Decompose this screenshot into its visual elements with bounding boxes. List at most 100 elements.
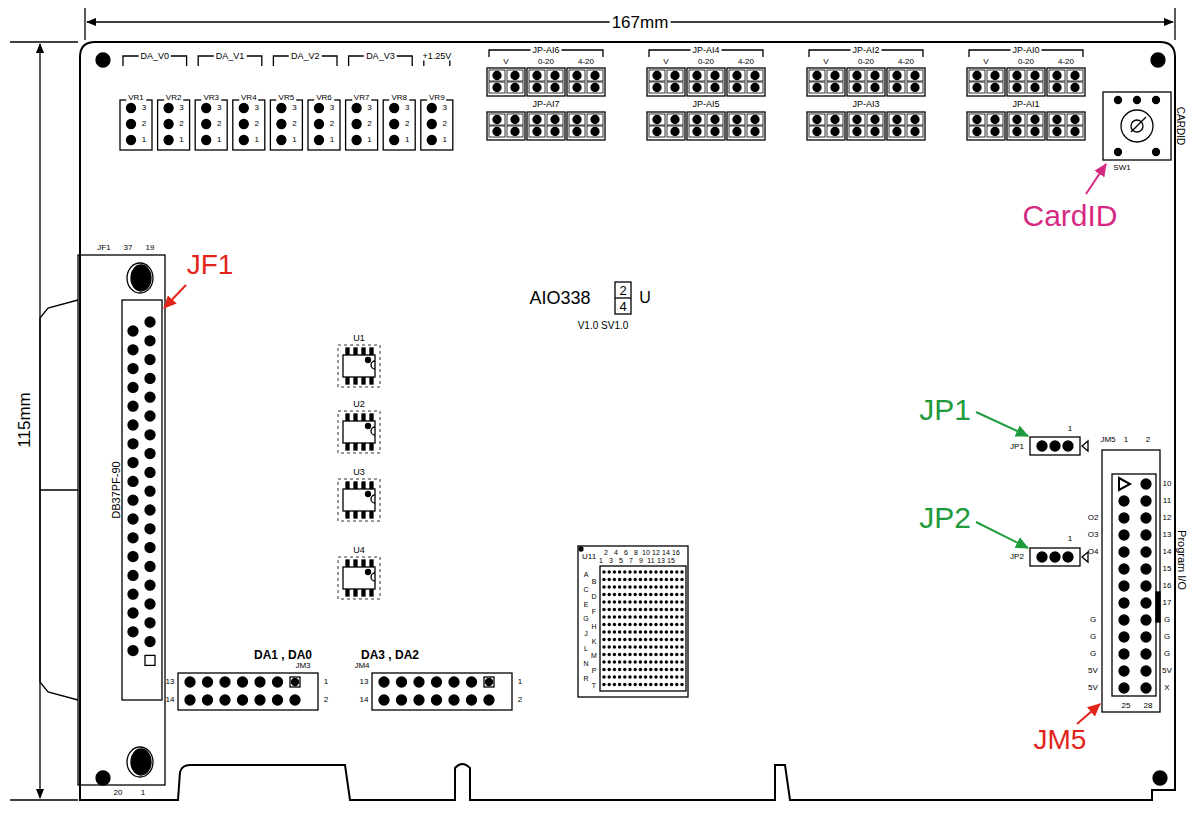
ball	[649, 578, 652, 581]
ball-column: 14	[662, 549, 670, 556]
jumper-header	[1030, 548, 1080, 566]
pin	[1141, 666, 1151, 676]
jumper-pin	[587, 126, 603, 137]
ball	[670, 585, 673, 588]
ball	[660, 668, 663, 671]
ball	[670, 675, 673, 678]
ball	[613, 585, 616, 588]
ball	[602, 653, 605, 656]
ball	[608, 623, 611, 626]
pin	[128, 495, 138, 505]
jumper-pin	[849, 114, 865, 125]
pin	[1141, 479, 1151, 489]
ball	[618, 570, 621, 573]
ball	[680, 615, 683, 618]
jumper-pin	[911, 72, 919, 80]
pin-number: 1	[141, 789, 145, 797]
ball	[670, 638, 673, 641]
jumper-pin	[671, 128, 679, 136]
ball	[670, 608, 673, 611]
pin-number: 2	[179, 120, 183, 128]
ball	[639, 608, 642, 611]
extension-line	[84, 8, 85, 40]
ball	[660, 683, 663, 686]
jumper-pin	[831, 84, 839, 92]
pin-number: 1	[330, 136, 334, 144]
ball	[670, 630, 673, 633]
ball	[670, 578, 673, 581]
chip-pin	[370, 511, 373, 518]
jumper-pin	[867, 70, 883, 81]
jumper-pin	[533, 72, 541, 80]
ball	[618, 645, 621, 648]
pin	[145, 599, 155, 609]
pin	[315, 104, 324, 113]
board-name: AIO338	[529, 289, 590, 307]
jumper-pin	[1013, 116, 1021, 124]
range-label: 4-20	[898, 58, 914, 66]
jumper-pin	[853, 128, 861, 136]
ball	[618, 675, 621, 678]
pin	[1141, 598, 1151, 608]
jumper-block	[887, 68, 925, 96]
part-label: JP2	[1010, 553, 1024, 561]
pin-number: 3	[255, 104, 259, 112]
ball	[649, 638, 652, 641]
ball	[618, 660, 621, 663]
ball	[680, 585, 683, 588]
pin	[238, 695, 248, 705]
signal-name: G	[1164, 633, 1170, 641]
chip-body	[343, 489, 375, 511]
pin	[1141, 581, 1151, 591]
jumper-pin	[889, 82, 905, 93]
part-label: JM5	[1100, 436, 1115, 444]
ball	[608, 585, 611, 588]
ball	[602, 630, 605, 633]
pin-header	[372, 673, 512, 710]
jumper-pin	[689, 126, 705, 137]
ball-row: E	[584, 600, 589, 607]
ball	[628, 668, 631, 671]
pin	[1063, 552, 1073, 562]
jumper-pin	[653, 72, 661, 80]
pin	[128, 364, 138, 374]
ball	[639, 660, 642, 663]
ball	[654, 585, 657, 588]
pin	[238, 677, 248, 687]
pin	[164, 104, 173, 113]
ball	[665, 585, 668, 588]
ball	[608, 578, 611, 581]
jumper-pin	[547, 82, 563, 93]
ball	[618, 653, 621, 656]
signal-name: 12	[1163, 514, 1172, 522]
pin	[145, 373, 155, 383]
ball	[670, 653, 673, 656]
ball	[675, 578, 678, 581]
jumper-pin	[649, 126, 665, 137]
jumper-pin	[707, 70, 723, 81]
jumper-block	[567, 112, 605, 140]
ball	[649, 675, 652, 678]
ball	[675, 593, 678, 596]
chip-notch	[371, 573, 375, 581]
ball	[680, 653, 683, 656]
pin	[128, 420, 138, 430]
pin	[203, 695, 213, 705]
ball	[639, 675, 642, 678]
pin	[1141, 615, 1151, 625]
pin-number: 1	[443, 136, 447, 144]
ball	[660, 593, 663, 596]
jumper-pin	[1049, 114, 1065, 125]
jumper-pin	[991, 84, 999, 92]
ball	[639, 645, 642, 648]
pin	[145, 580, 155, 590]
ball	[675, 645, 678, 648]
ball	[654, 608, 657, 611]
pin-number: 1	[142, 136, 146, 144]
ball	[654, 675, 657, 678]
pin	[277, 104, 286, 113]
part-label: JM4	[354, 662, 369, 670]
jumper-pin	[1031, 84, 1039, 92]
pin	[145, 392, 155, 402]
pin	[1141, 496, 1151, 506]
